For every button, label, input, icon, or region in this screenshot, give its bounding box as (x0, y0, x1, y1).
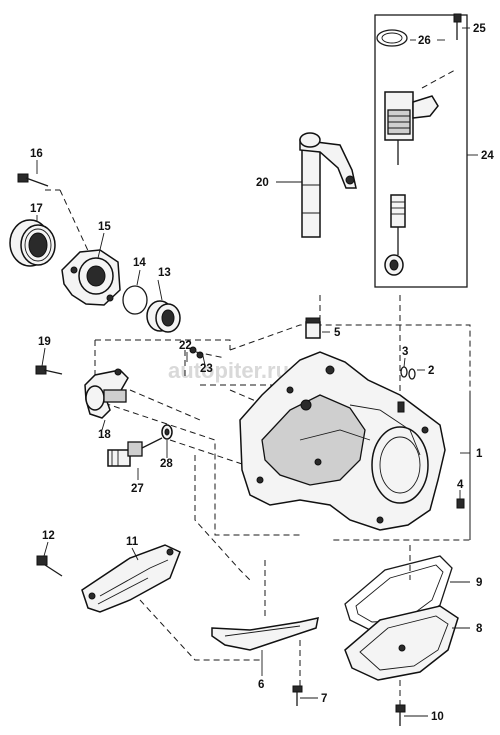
bearing-part (146, 300, 181, 333)
shift-fork-part (84, 368, 129, 419)
callout-1: 1 (476, 448, 483, 460)
callout-20: 20 (256, 177, 269, 189)
cover-plate-part (81, 544, 181, 613)
drain-plug-part (456, 498, 465, 509)
callout-10: 10 (431, 711, 444, 723)
bolt-12-part (36, 555, 63, 577)
callout-23: 23 (200, 363, 213, 375)
callout-13: 13 (158, 267, 171, 279)
washer-part (161, 424, 173, 440)
bolt-16-part (17, 173, 49, 187)
switch-part (107, 437, 163, 467)
oil-guide-part (211, 617, 319, 651)
bolt-7-part (292, 685, 303, 706)
callout-25: 25 (473, 23, 486, 35)
callout-28: 28 (160, 458, 173, 470)
bearing-retainer-part (61, 249, 121, 306)
shift-lever-shaft-part (299, 132, 357, 238)
callout-17: 17 (30, 203, 43, 215)
watermark-text: autopiter.ru (168, 358, 289, 383)
transaxle-case-part (239, 351, 446, 531)
bolt-25-part (453, 13, 462, 40)
oil-pan-cover-part (344, 605, 459, 681)
snap-ring-part (122, 285, 148, 315)
callout-6: 6 (258, 679, 264, 691)
o-ring-part (376, 29, 408, 47)
callout-15: 15 (98, 221, 111, 233)
bolt-pin-2-3-part (400, 366, 416, 380)
callout-2: 2 (428, 365, 434, 377)
callout-8: 8 (476, 623, 483, 635)
gasket-part (344, 555, 453, 631)
selector-body-part (384, 69, 456, 141)
bolt-10-part (395, 704, 406, 726)
callout-7: 7 (321, 693, 327, 705)
callout-22: 22 (179, 340, 192, 352)
callout-27: 27 (131, 483, 144, 495)
callout-4: 4 (457, 479, 464, 491)
breather-part (305, 317, 321, 339)
selector-assembly-box (374, 14, 468, 288)
callout-16: 16 (30, 148, 43, 160)
leader-lines (36, 27, 478, 717)
callout-9: 9 (476, 577, 482, 589)
callout-12: 12 (42, 530, 55, 542)
callout-labels: 25 26 24 20 16 17 15 14 13 5 19 22 23 18… (30, 23, 494, 723)
callout-19: 19 (38, 336, 51, 348)
callout-18: 18 (98, 429, 111, 441)
callout-3: 3 (402, 346, 408, 358)
callout-11: 11 (126, 536, 139, 548)
spring-ball-part (189, 346, 226, 359)
callout-24: 24 (481, 150, 494, 162)
callout-5: 5 (334, 327, 341, 339)
oil-seal-part (9, 219, 56, 267)
callout-14: 14 (133, 257, 146, 269)
selector-rod-part (384, 140, 406, 276)
callout-26: 26 (418, 35, 431, 47)
bolt-19-part (35, 365, 63, 375)
